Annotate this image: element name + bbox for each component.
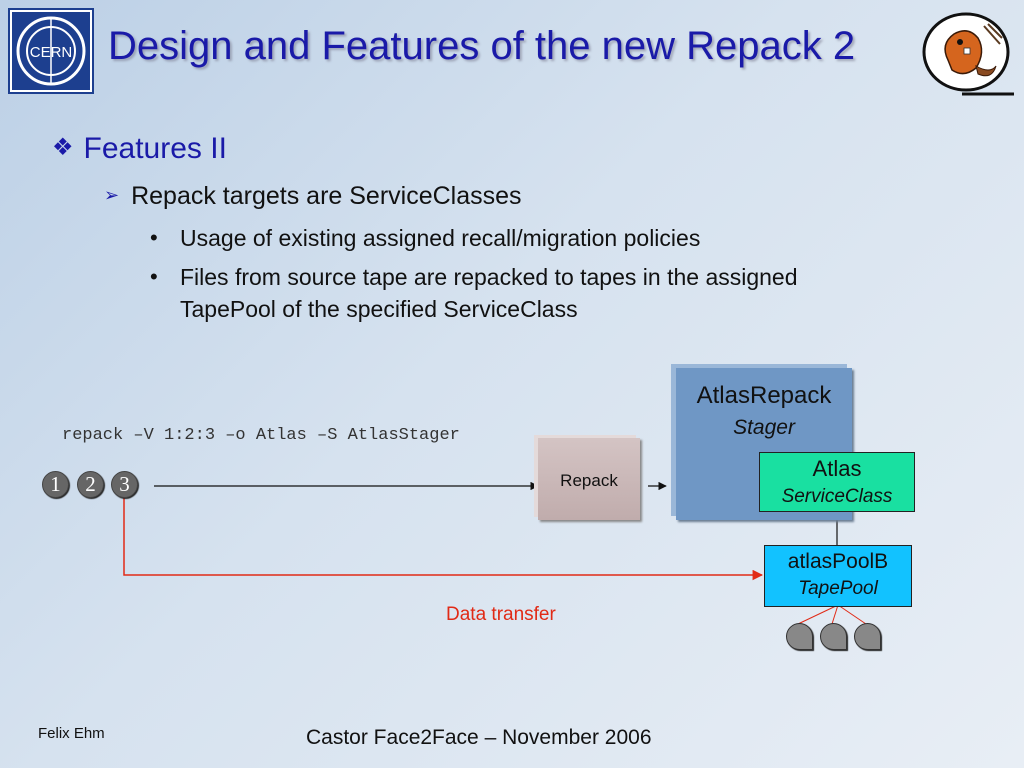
pool-to-tape-line: [831, 604, 839, 625]
tape-pool-component: atlasPoolB TapePool: [764, 545, 912, 607]
tape-pool-type: TapePool: [798, 578, 878, 599]
diamond-bullet-icon: ❖: [52, 134, 74, 161]
service-class-name: Atlas: [812, 456, 862, 481]
tape-pool-name: atlasPoolB: [787, 550, 889, 573]
service-class-component: Atlas ServiceClass: [759, 452, 915, 512]
heading-features: ❖ Features II: [52, 132, 227, 166]
tape-disc-2: 2: [77, 471, 104, 498]
pool-to-tape-line: [837, 604, 867, 625]
footer-event: Castor Face2Face – November 2006: [306, 726, 652, 749]
stager-name: AtlasRepack: [696, 382, 832, 409]
arrowhead-bullet-icon: ➢: [104, 185, 120, 205]
bullet-text: Usage of existing assigned recall/migrat…: [180, 225, 701, 251]
slide-title: Design and Features of the new Repack 2: [108, 24, 856, 68]
repack-component: Repack: [538, 438, 640, 520]
bullet-item: • Files from source tape are repacked to…: [150, 261, 890, 325]
bullet-dot-icon: •: [150, 225, 158, 250]
bullet-dot-icon: •: [150, 264, 158, 289]
repack-command: repack –V 1:2:3 –o Atlas –S AtlasStager: [62, 426, 460, 445]
data-transfer-label: Data transfer: [446, 604, 556, 625]
subpoint-text: Repack targets are ServiceClasses: [131, 182, 522, 210]
service-class-type: ServiceClass: [781, 486, 893, 507]
castor-beaver-logo: [922, 12, 1014, 96]
stager-type: Stager: [733, 416, 795, 439]
cern-logo: CERN: [8, 8, 94, 94]
tape-icon: [820, 623, 847, 650]
footer-author: Felix Ehm: [38, 725, 105, 742]
svg-text:CERN: CERN: [30, 44, 73, 61]
pool-to-tape-line: [797, 604, 839, 625]
tape-disc-3: 3: [111, 471, 138, 498]
tape-icon: [854, 623, 881, 650]
bullet-item: • Usage of existing assigned recall/migr…: [150, 222, 890, 254]
subpoint-service-classes: ➢ Repack targets are ServiceClasses: [104, 182, 522, 211]
tape-icon: [786, 623, 813, 650]
bullet-text: Files from source tape are repacked to t…: [180, 264, 798, 322]
heading-text: Features II: [83, 132, 227, 165]
tape-disc-1: 1: [42, 471, 69, 498]
data-transfer-arrow: [123, 496, 764, 581]
